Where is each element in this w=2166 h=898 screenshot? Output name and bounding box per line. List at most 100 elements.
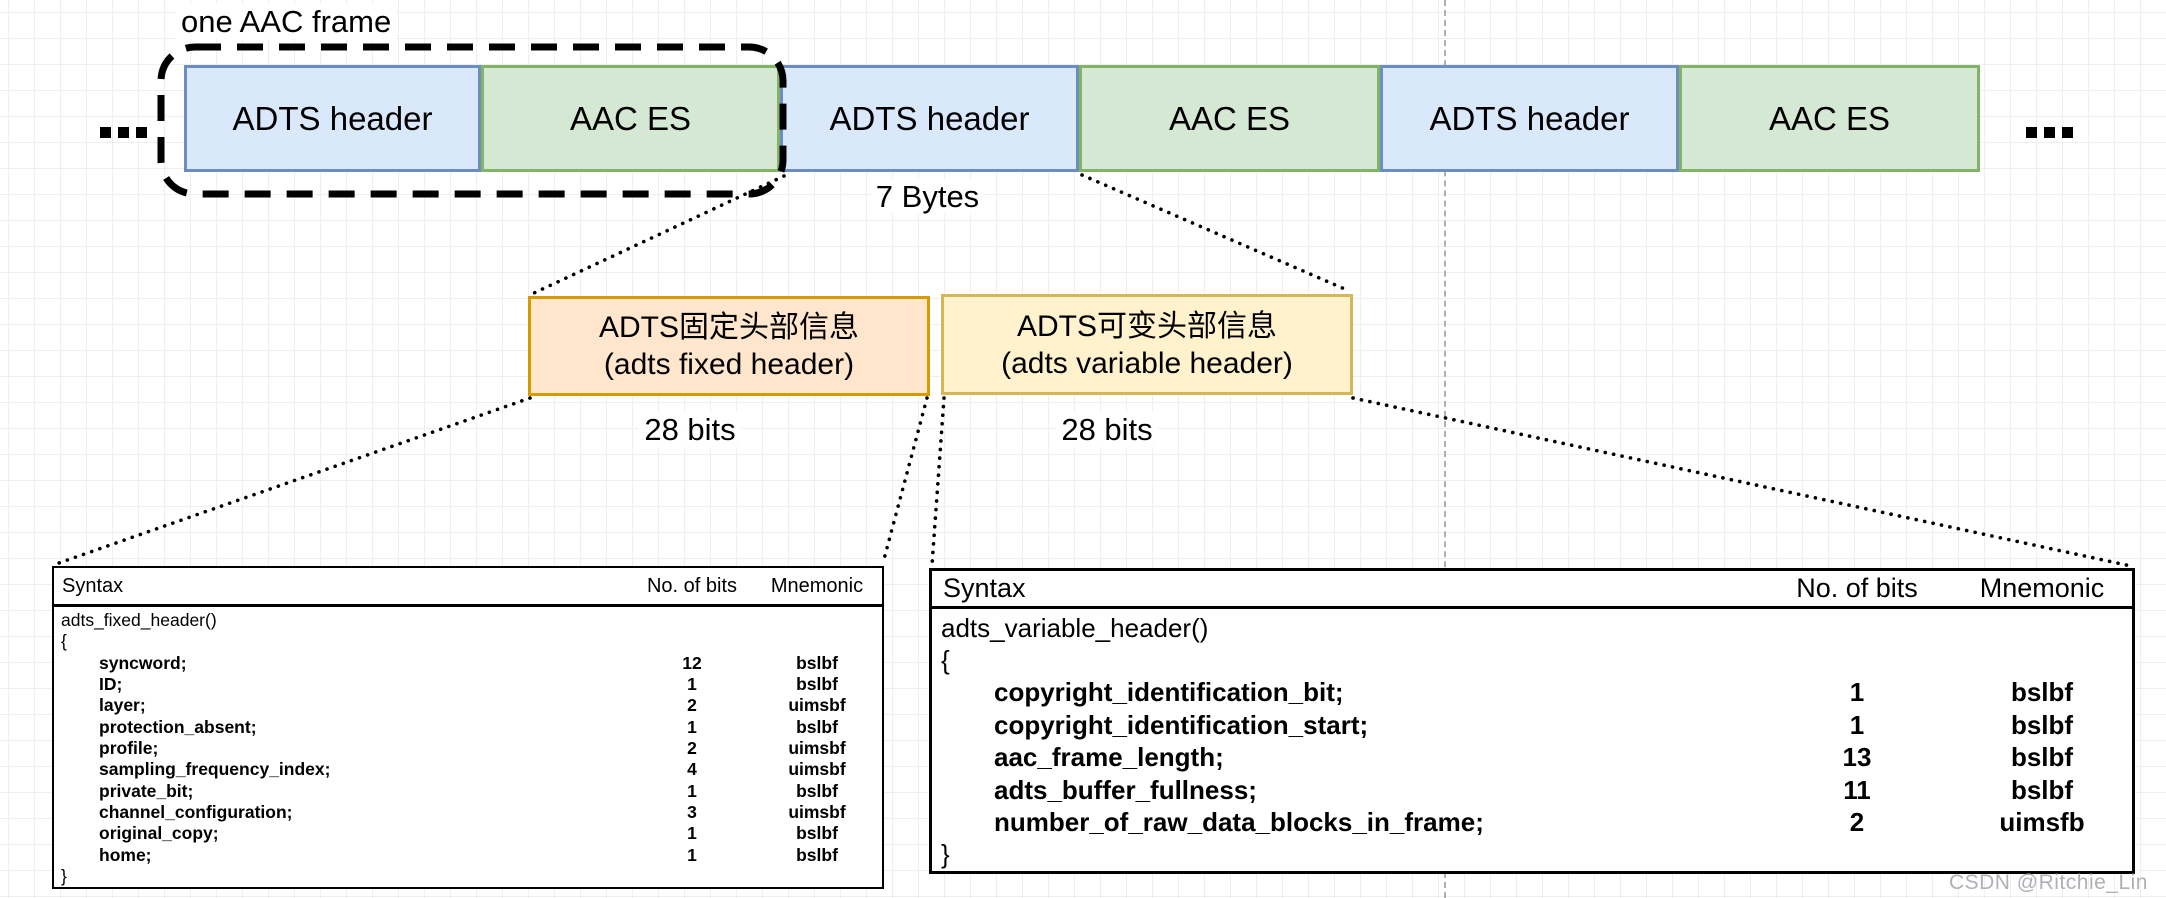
variable-header-title-cn: ADTS可变头部信息	[1016, 309, 1277, 343]
mnemonic-cell: bslbf	[796, 780, 838, 801]
syntax-cell: profile;	[99, 738, 159, 759]
syntax-cell: copyright_identification_bit;	[994, 677, 1344, 708]
table-row: home; 1 bslbf	[54, 844, 882, 865]
seven-bytes-label: 7 Bytes	[845, 179, 1010, 215]
right-ellipsis	[2026, 127, 2073, 138]
syntax-cell: channel_configuration;	[99, 801, 293, 822]
adts-variable-header-box: ADTS可变头部信息 (adts variable header)	[941, 294, 1353, 395]
mnemonic-cell: uimsbf	[788, 759, 846, 780]
adts-fixed-header-box: ADTS固定头部信息 (adts fixed header)	[528, 296, 930, 396]
bits-cell: 1	[1849, 709, 1865, 740]
connector-dotted-line	[1080, 173, 1349, 292]
table-row: ID; 1 bslbf	[54, 674, 882, 695]
bits-cell: 11	[1843, 774, 1871, 805]
table-row: sampling_frequency_index; 4 uimsbf	[54, 759, 882, 780]
one-aac-frame-label: one AAC frame	[176, 4, 397, 40]
mnemonic-cell: uimsbf	[788, 695, 846, 716]
syntax-cell: private_bit;	[99, 780, 194, 801]
column-header-bits: No. of bits	[646, 574, 738, 597]
syntax-cell: number_of_raw_data_blocks_in_frame;	[994, 806, 1484, 837]
table-header-row: Syntax No. of bits Mnemonic	[54, 568, 882, 607]
fixed-header-title-en: (adts fixed header)	[603, 348, 855, 381]
mnemonic-cell: bslbf	[2010, 677, 2074, 708]
bits-cell: 2	[1849, 806, 1865, 837]
syntax-cell: protection_absent;	[99, 716, 257, 737]
syntax-cell: original_copy;	[99, 823, 219, 844]
bits-cell: 1	[687, 823, 697, 844]
table-row: layer; 2 uimsbf	[54, 695, 882, 716]
column-header-syntax: Syntax	[62, 574, 124, 597]
aac-es-segment-3: AAC ES	[1679, 65, 1980, 172]
mnemonic-cell: bslbf	[2010, 742, 2074, 773]
aac-es-segment-2: AAC ES	[1079, 65, 1380, 172]
bits-cell: 1	[687, 780, 697, 801]
syntax-cell: adts_variable_header()	[941, 612, 1209, 643]
adts-header-segment-3: ADTS header	[1380, 65, 1679, 172]
table-row: }	[932, 839, 2132, 871]
mnemonic-cell: bslbf	[796, 823, 838, 844]
syntax-cell: }	[61, 865, 67, 886]
table-row: adts_variable_header()	[932, 612, 2132, 644]
mnemonic-cell: uimsbf	[788, 738, 846, 759]
adts-variable-header-table: Syntax No. of bits Mnemonic adts_variabl…	[929, 568, 2135, 874]
adts-header-segment-2: ADTS header	[780, 65, 1079, 172]
connector-dotted-line	[881, 396, 929, 565]
table-row: copyright_identification_bit; 1 bslbf	[932, 677, 2132, 709]
connector-dotted-line	[54, 396, 532, 566]
syntax-cell: syncword;	[99, 652, 187, 673]
syntax-cell: adts_buffer_fullness;	[994, 774, 1257, 805]
syntax-cell: copyright_identification_start;	[994, 709, 1369, 740]
mnemonic-cell: bslbf	[796, 674, 838, 695]
mnemonic-cell: bslbf	[796, 716, 838, 737]
column-header-syntax: Syntax	[943, 573, 1026, 603]
variable-header-bits-label: 28 bits	[1032, 412, 1182, 448]
bits-cell: 2	[687, 695, 697, 716]
table-row: {	[932, 644, 2132, 676]
syntax-cell: ID;	[99, 674, 123, 695]
syntax-cell: }	[941, 839, 950, 870]
table-row: profile; 2 uimsbf	[54, 738, 882, 759]
syntax-cell: home;	[99, 844, 152, 865]
connector-dotted-line	[930, 396, 946, 567]
bits-cell: 1	[687, 674, 697, 695]
mnemonic-cell: uimsbf	[788, 801, 846, 822]
table-row: syncword; 12 bslbf	[54, 653, 882, 674]
aac-es-segment-1: AAC ES	[481, 65, 780, 172]
table-body: adts_variable_header() { copyright_ident…	[932, 612, 2132, 871]
bits-cell: 1	[1849, 677, 1865, 708]
adts-fixed-header-table: Syntax No. of bits Mnemonic adts_fixed_h…	[52, 566, 884, 889]
adts-header-segment-1: ADTS header	[184, 65, 481, 172]
fixed-header-bits-label: 28 bits	[615, 412, 765, 448]
table-row: private_bit; 1 bslbf	[54, 781, 882, 802]
mnemonic-cell: uimsfb	[1999, 806, 2085, 837]
table-row: {	[54, 631, 882, 652]
column-header-bits: No. of bits	[1796, 573, 1918, 603]
syntax-cell: {	[61, 631, 67, 652]
table-row: adts_fixed_header()	[54, 610, 882, 631]
bits-cell: 1	[687, 844, 697, 865]
mnemonic-cell: bslbf	[2010, 774, 2074, 805]
table-row: copyright_identification_start; 1 bslbf	[932, 709, 2132, 741]
fixed-header-title-cn: ADTS固定头部信息	[598, 311, 859, 344]
table-row: adts_buffer_fullness; 11 bslbf	[932, 774, 2132, 806]
syntax-cell: {	[941, 645, 950, 676]
syntax-cell: layer;	[99, 695, 146, 716]
bits-cell: 2	[687, 738, 697, 759]
syntax-cell: adts_fixed_header()	[61, 610, 217, 631]
table-body: adts_fixed_header() { syncword; 12 bslbf…	[54, 610, 882, 887]
connector-dotted-line	[532, 174, 786, 295]
column-header-mnemonic: Mnemonic	[1979, 573, 2105, 603]
table-row: aac_frame_length; 13 bslbf	[932, 742, 2132, 774]
syntax-cell: sampling_frequency_index;	[99, 759, 331, 780]
mnemonic-cell: bslbf	[796, 652, 838, 673]
left-ellipsis	[100, 127, 147, 138]
table-row: }	[54, 866, 882, 887]
table-row: original_copy; 1 bslbf	[54, 823, 882, 844]
mnemonic-cell: bslbf	[2010, 709, 2074, 740]
table-row: number_of_raw_data_blocks_in_frame; 2 ui…	[932, 806, 2132, 838]
bits-cell: 3	[687, 801, 697, 822]
mnemonic-cell: bslbf	[796, 844, 838, 865]
variable-header-title-en: (adts variable header)	[1001, 346, 1293, 380]
table-row: channel_configuration; 3 uimsbf	[54, 802, 882, 823]
